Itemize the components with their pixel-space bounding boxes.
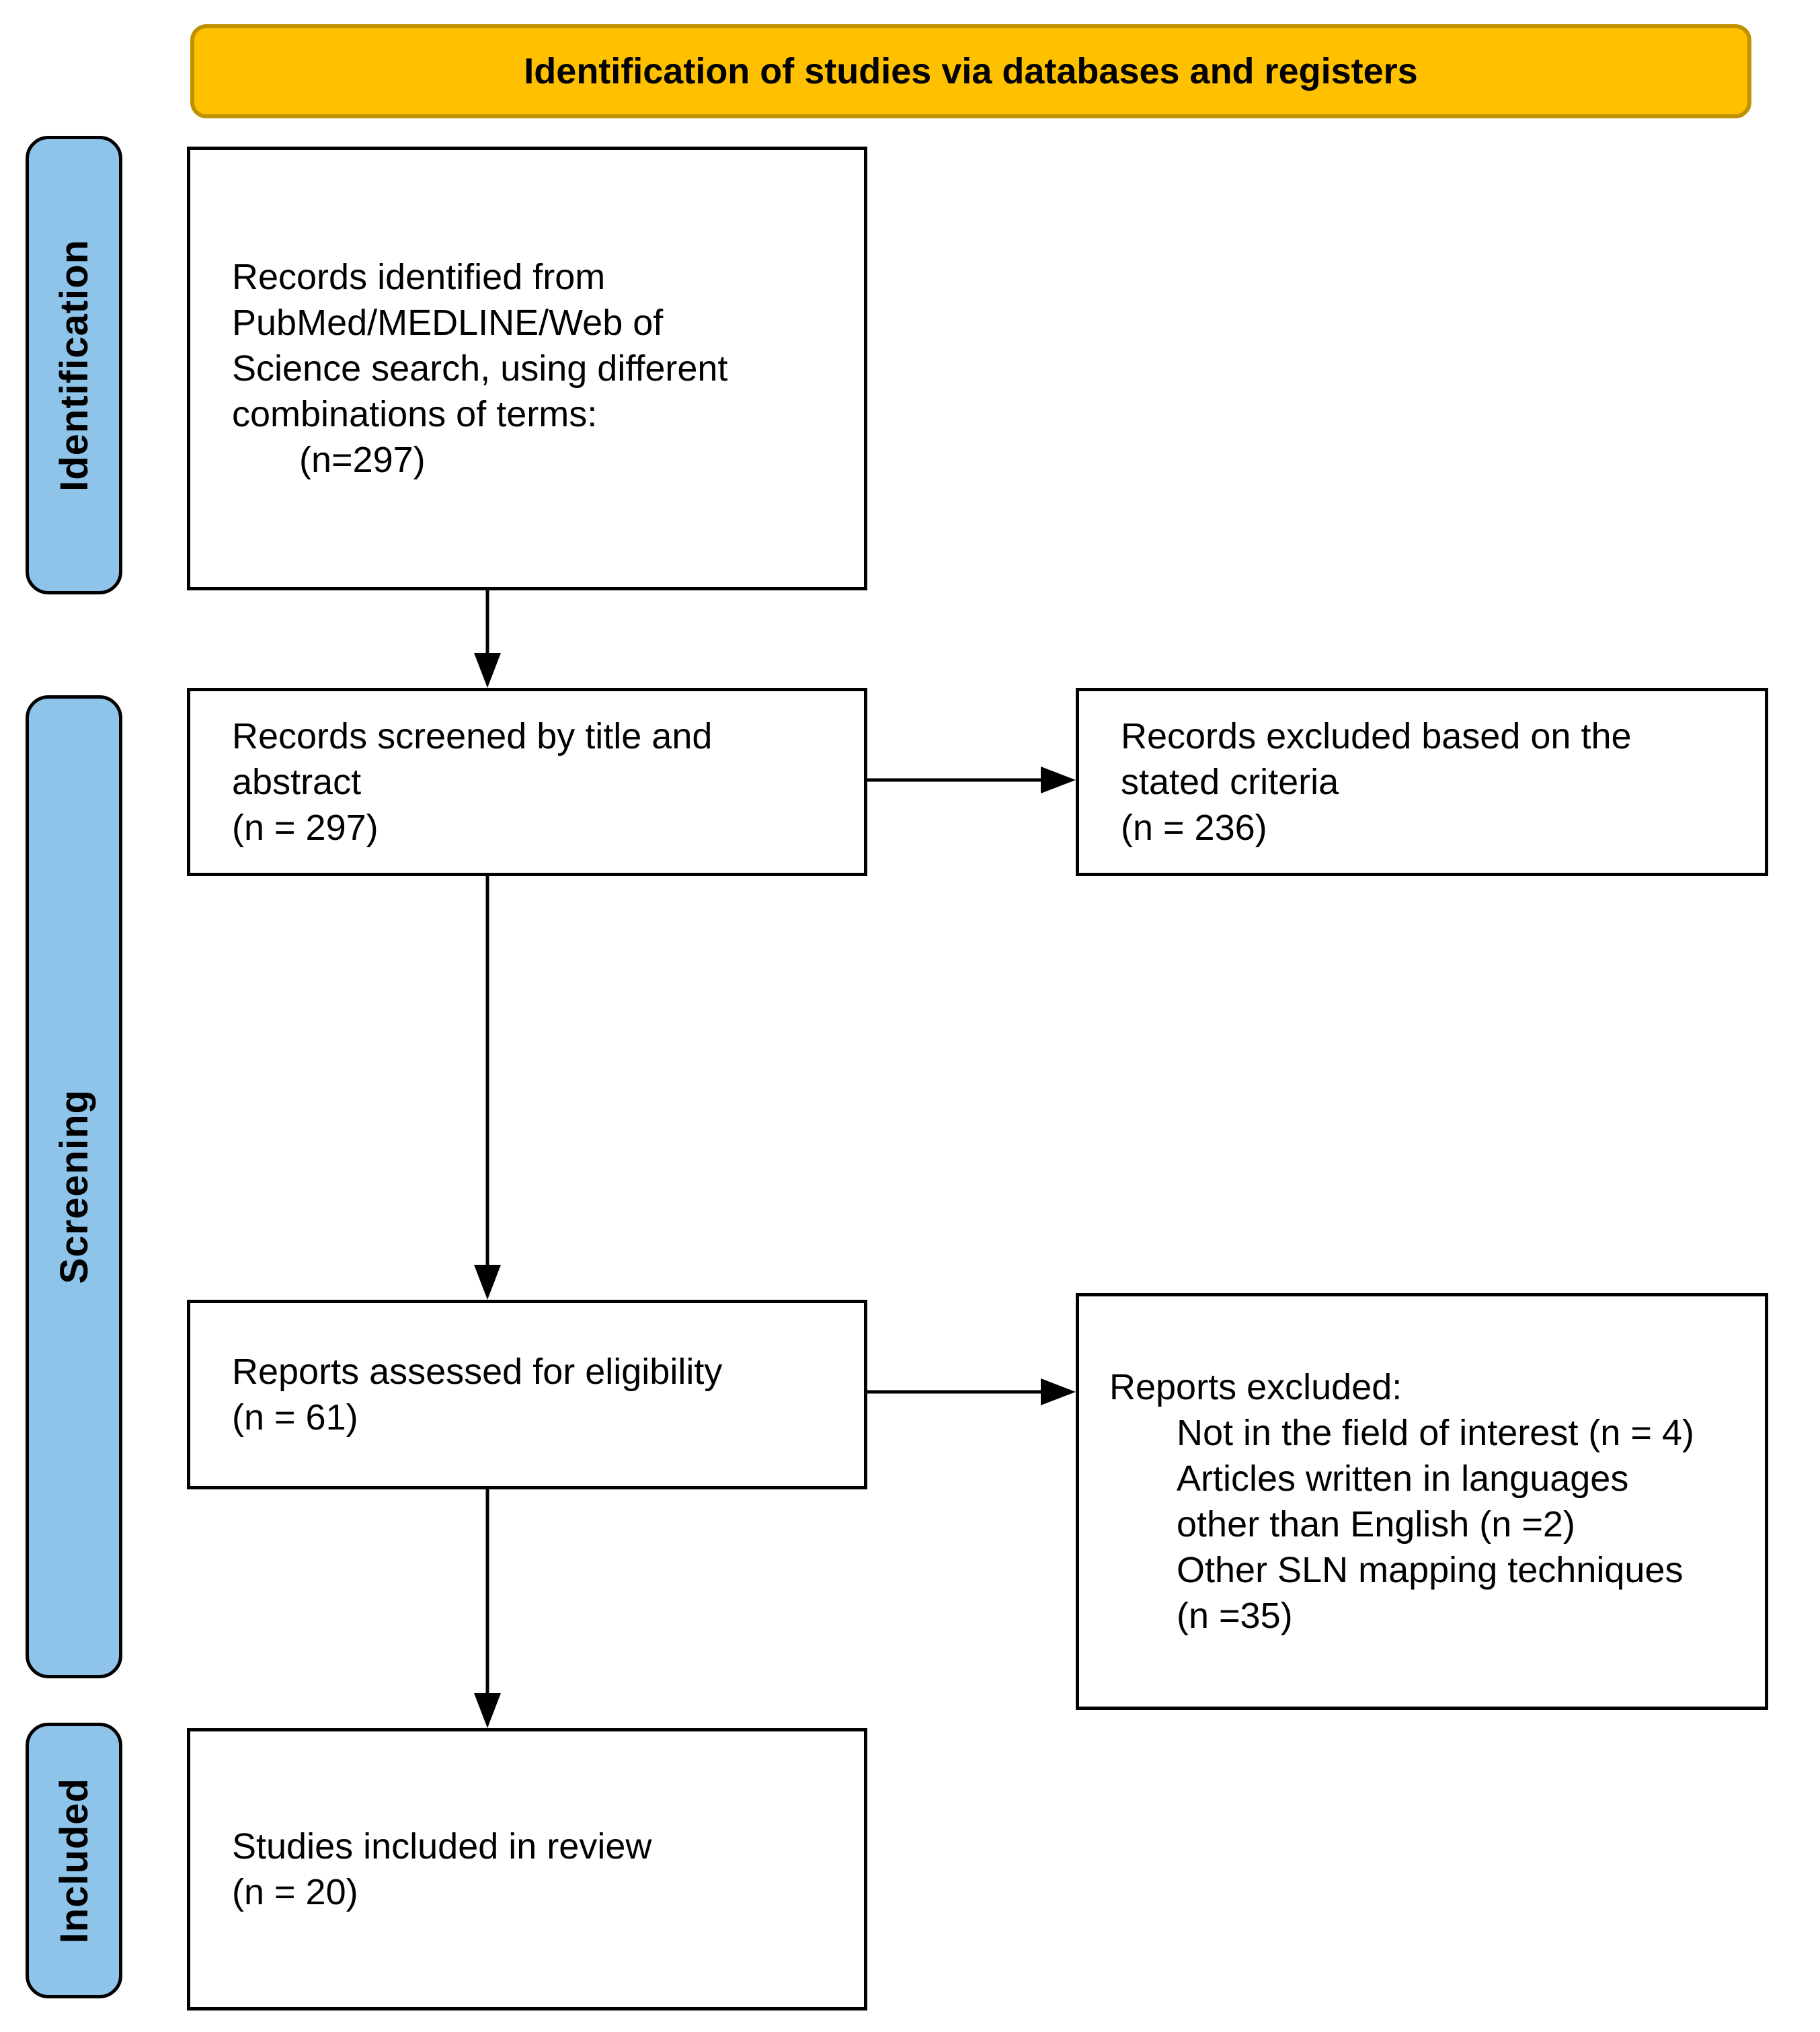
arrow-screened-to-excluded — [867, 767, 1076, 793]
banner-title: Identification of studies via databases … — [524, 51, 1418, 91]
stage-label-screening: Screening — [52, 1089, 96, 1284]
stage-bar-included: Included — [26, 1723, 122, 1998]
box-text-line: combinations of terms: — [232, 394, 598, 434]
arrow-line — [485, 876, 489, 1267]
box-count: (n = 20) — [232, 1872, 358, 1912]
box-text-line: Records excluded based on the — [1121, 716, 1632, 756]
exclusion-reason: Articles written in languages — [1177, 1458, 1629, 1499]
box-reports-assessed: Reports assessed for eligibility (n = 61… — [187, 1300, 867, 1489]
box-count: (n=297) — [299, 440, 426, 480]
arrow-assessed-to-excluded — [867, 1378, 1076, 1405]
box-count: (n = 236) — [1121, 808, 1267, 848]
banner: Identification of studies via databases … — [190, 24, 1751, 118]
exclusion-reason: other than English (n =2) — [1177, 1504, 1575, 1545]
arrowhead-down-icon — [474, 1693, 501, 1728]
box-count: (n = 61) — [232, 1397, 358, 1438]
stage-label-identification: Identification — [52, 239, 96, 492]
arrow-line — [485, 590, 489, 656]
box-text-line: stated criteria — [1121, 762, 1339, 802]
stage-bar-screening: Screening — [26, 695, 122, 1678]
box-studies-included: Studies included in review (n = 20) — [187, 1728, 867, 2010]
box-heading: Reports excluded: — [1109, 1367, 1402, 1407]
arrow-identified-to-screened — [474, 590, 501, 688]
box-reports-excluded: Reports excluded: Not in the field of in… — [1076, 1293, 1768, 1710]
box-text-line: Records screened by title and — [232, 716, 713, 756]
box-records-excluded: Records excluded based on the stated cri… — [1076, 688, 1768, 876]
box-records-identified: Records identified from PubMed/MEDLINE/W… — [187, 147, 867, 590]
box-text-line: Science search, using different — [232, 348, 728, 389]
stage-bar-identification: Identification — [26, 136, 122, 594]
box-records-screened: Records screened by title and abstract (… — [187, 688, 867, 876]
arrowhead-down-icon — [474, 1265, 501, 1300]
box-text-line: Records identified from — [232, 257, 606, 297]
exclusion-reason: Not in the field of interest (n = 4) — [1177, 1413, 1694, 1453]
box-text-line: PubMed/MEDLINE/Web of — [232, 303, 664, 343]
arrowhead-down-icon — [474, 653, 501, 688]
box-text-line: Studies included in review — [232, 1826, 652, 1867]
arrow-line — [867, 778, 1043, 782]
box-text-line: Reports assessed for eligibility — [232, 1352, 723, 1392]
arrowhead-right-icon — [1041, 767, 1076, 793]
arrow-line — [485, 1489, 489, 1696]
stage-label-included: Included — [52, 1777, 96, 1944]
exclusion-reason: (n =35) — [1177, 1596, 1293, 1636]
arrow-line — [867, 1390, 1043, 1394]
box-text-line: abstract — [232, 762, 362, 802]
arrow-screened-to-assessed — [474, 876, 501, 1300]
arrowhead-right-icon — [1041, 1378, 1076, 1405]
exclusion-reason: Other SLN mapping techniques — [1177, 1550, 1684, 1590]
arrow-assessed-to-included — [474, 1489, 501, 1728]
box-count: (n = 297) — [232, 808, 379, 848]
